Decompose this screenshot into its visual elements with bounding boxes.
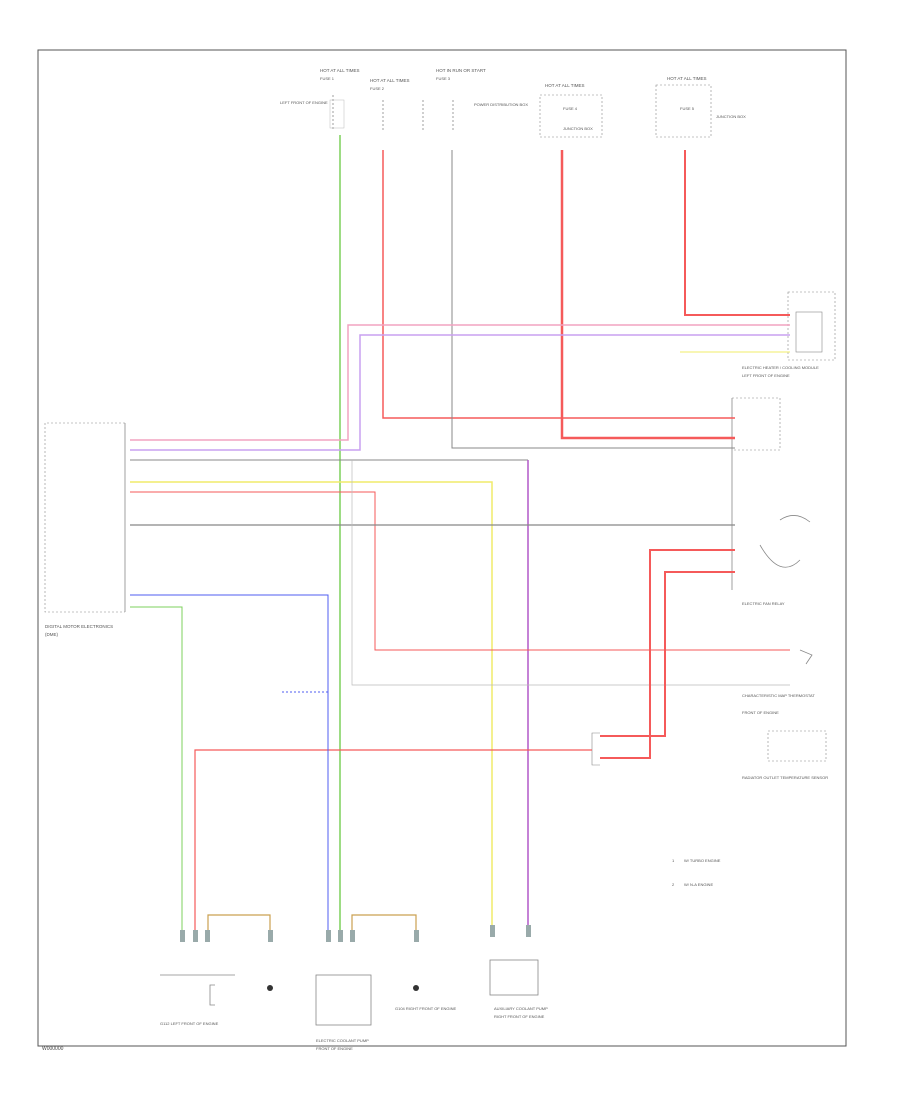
wire-blue [130,594,329,935]
aux-pump: AUXILIARY COOLANT PUMP RIGHT FRONT OF EN… [489,959,548,1019]
radiator-sensor-label: RADIATOR OUTLET TEMPERATURE SENSOR [742,775,828,780]
fuse-3-title: HOT IN RUN OR START [436,68,486,73]
wire-red-7 [194,749,592,935]
coolant-pump-sub: FRONT OF ENGINE [316,1046,353,1051]
control-module: DIGITAL MOTOR ELECTRONICS (DME) [44,422,126,637]
wire-green-2 [130,606,183,935]
note-2-text: W/ N-A ENGINE [684,882,713,887]
fuse-5-title: HOT AT ALL TIMES [667,76,707,81]
note-2-label: 2 [672,882,675,887]
wire-violet [130,334,790,451]
thermostat: CHARACTERISTIC MAP THERMOSTAT FRONT OF E… [742,649,815,715]
fuse-block-3: HOT IN RUN OR START FUSE 3 POWER DISTRIB… [422,68,528,130]
wire-red-2 [560,150,735,440]
coolant-pump: ELECTRIC COOLANT PUMP FRONT OF ENGINE G1… [315,974,457,1051]
fuse-5-number: FUSE 5 [680,106,695,111]
electric-heater-sub: LEFT FRONT OF ENGINE [742,373,790,378]
wire-red-3 [684,150,790,316]
wire-pink [130,324,790,441]
ground-b-label: G104 RIGHT FRONT OF ENGINE [395,1006,457,1011]
fuse-4-sub: JUNCTION BOX [563,126,593,131]
fuse-block-4: HOT AT ALL TIMES FUSE 4 JUNCTION BOX [539,83,603,138]
diagram-id: W000000 [42,1046,64,1052]
ground-a: G112 LEFT FRONT OF ENGINE [160,974,273,1026]
fuse-5-sub: JUNCTION BOX [716,114,746,119]
fuse-4-title: HOT AT ALL TIMES [545,83,585,88]
electric-fan-relay: ELECTRIC FAN RELAY [731,397,811,606]
wire-red-1 [382,150,735,419]
fuse-2-number: FUSE 2 [370,86,385,91]
wire-red-4 [130,491,790,651]
wire-gray-1 [451,150,735,449]
radiator-sensor: RADIATOR OUTLET TEMPERATURE SENSOR [742,730,828,780]
fuse-block-5: HOT AT ALL TIMES FUSE 5 JUNCTION BOX [655,76,746,138]
wire-brown-2 [351,914,417,935]
coolant-pump-label: ELECTRIC COOLANT PUMP [316,1038,369,1043]
note-1-text: W/ TURBO ENGINE [684,858,721,863]
ground-a-label: G112 LEFT FRONT OF ENGINE [160,1021,219,1026]
wire-red-5 [600,549,735,759]
electric-fan-label: ELECTRIC FAN RELAY [742,601,785,606]
splice-box [591,732,600,766]
thermostat-sub: FRONT OF ENGINE [742,710,779,715]
electric-heater-label: ELECTRIC HEATER / COOLING MODULE [742,365,819,370]
wire-yellow [130,481,493,935]
wire-brown-1 [207,914,271,935]
notes: 1 W/ TURBO ENGINE 2 W/ N-A ENGINE [672,858,721,887]
electric-heater: ELECTRIC HEATER / COOLING MODULE LEFT FR… [742,291,836,378]
wire-gray-4 [351,460,790,686]
control-module-label: DIGITAL MOTOR ELECTRONICS [45,624,113,629]
fuse-4-number: FUSE 4 [563,106,578,111]
wire-red-6 [600,571,735,737]
fuse-1-number: FUSE 1 [320,76,335,81]
fuse-3-sub: POWER DISTRIBUTION BOX [474,102,528,107]
fuse-3-number: FUSE 3 [436,76,451,81]
aux-pump-sub: RIGHT FRONT OF ENGINE [494,1014,545,1019]
aux-pump-label: AUXILIARY COOLANT PUMP [494,1006,548,1011]
fuse-2-title: HOT AT ALL TIMES [370,78,410,83]
note-1-label: 1 [672,858,675,863]
fuse-block-2: HOT AT ALL TIMES FUSE 2 [370,78,410,130]
fuse-block-1: HOT AT ALL TIMES FUSE 1 LEFT FRONT OF EN… [280,68,360,130]
thermostat-label: CHARACTERISTIC MAP THERMOSTAT [742,693,815,698]
fuse-1-title: HOT AT ALL TIMES [320,68,360,73]
connector-pins [180,925,531,942]
control-module-sub: (DME) [45,632,58,637]
fuse-1-sub: LEFT FRONT OF ENGINE [280,100,328,105]
diagram-frame [37,49,847,1047]
